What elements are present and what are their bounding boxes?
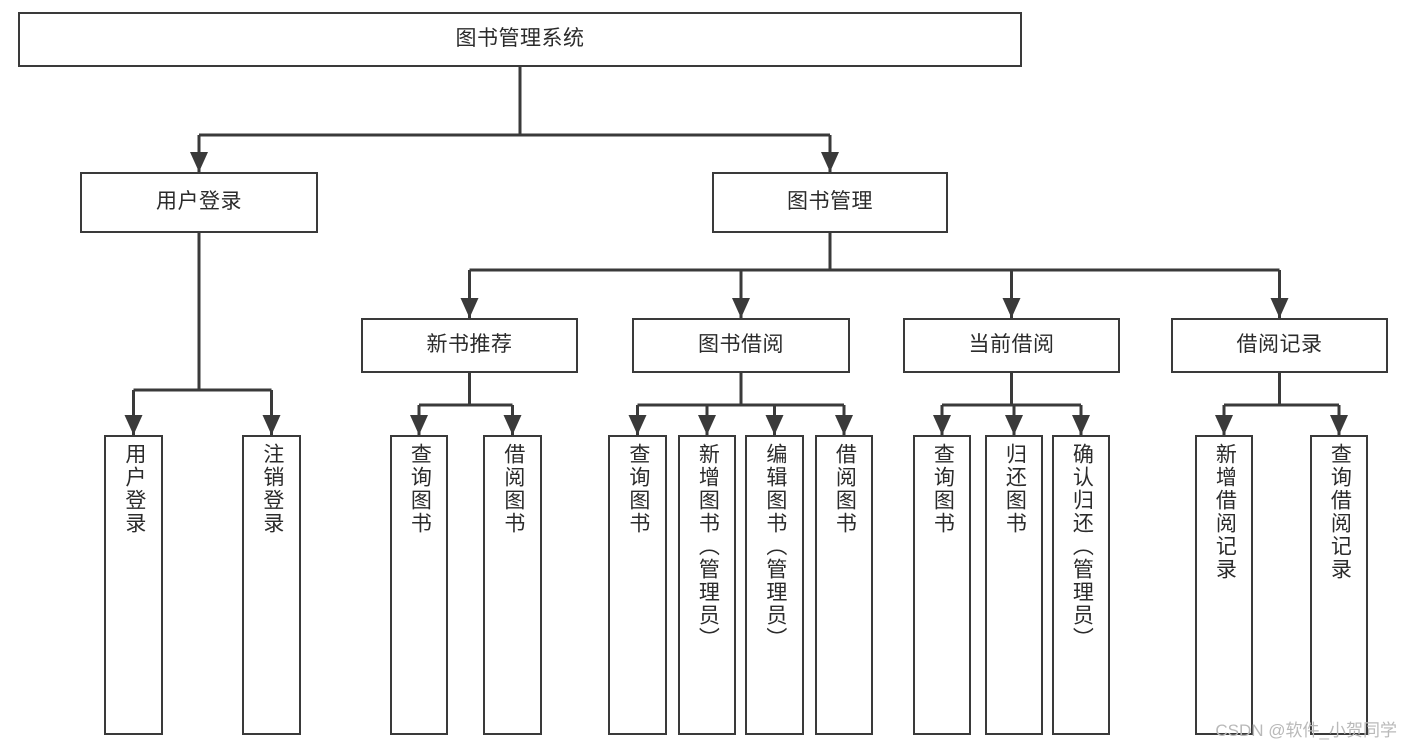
node-leaf-user-login[interactable]: 用户登录 <box>104 435 163 735</box>
node-leaf-return-book[interactable]: 归还图书 <box>985 435 1043 735</box>
node-borrow-record[interactable]: 借阅记录 <box>1171 318 1388 373</box>
arrowhead-book-borrow <box>732 298 750 318</box>
node-current-borrow[interactable]: 当前借阅 <box>903 318 1120 373</box>
node-label: 用户登录 <box>122 443 146 535</box>
node-label: 查询借阅记录 <box>1328 443 1352 581</box>
node-label: 确认归还（管理员） <box>1070 443 1094 650</box>
node-label: 新书推荐 <box>426 333 513 357</box>
arrowhead-user-login <box>190 152 208 172</box>
node-leaf-edit-book[interactable]: 编辑图书（管理员） <box>745 435 804 735</box>
node-label: 查询图书 <box>931 443 955 535</box>
arrowhead-book-manage <box>821 152 839 172</box>
node-label: 用户登录 <box>156 190 242 214</box>
node-label: 新增图书（管理员） <box>696 443 720 650</box>
arrowhead-leaf-confirm-return <box>1072 415 1090 435</box>
node-label: 新增借阅记录 <box>1213 443 1237 581</box>
node-leaf-query-book-cur[interactable]: 查询图书 <box>913 435 971 735</box>
node-label: 查询图书 <box>626 443 650 535</box>
node-leaf-add-book[interactable]: 新增图书（管理员） <box>678 435 736 735</box>
arrowhead-leaf-add-book <box>698 415 716 435</box>
arrowhead-leaf-query-record <box>1330 415 1348 435</box>
arrowhead-leaf-add-record <box>1215 415 1233 435</box>
node-leaf-add-record[interactable]: 新增借阅记录 <box>1195 435 1253 735</box>
node-leaf-logout[interactable]: 注销登录 <box>242 435 301 735</box>
node-leaf-borrow-book-rec[interactable]: 借阅图书 <box>483 435 542 735</box>
node-root[interactable]: 图书管理系统 <box>18 12 1022 67</box>
arrowhead-leaf-borrow-book <box>835 415 853 435</box>
node-leaf-borrow-book[interactable]: 借阅图书 <box>815 435 873 735</box>
node-label: 当前借阅 <box>968 333 1055 357</box>
arrowhead-leaf-user-login <box>124 415 143 435</box>
arrowhead-leaf-query-book-cur <box>933 415 951 435</box>
node-leaf-query-book[interactable]: 查询图书 <box>608 435 667 735</box>
node-label: 图书管理 <box>787 190 873 214</box>
node-book-manage[interactable]: 图书管理 <box>712 172 948 233</box>
arrowhead-leaf-return-book <box>1005 415 1023 435</box>
arrowhead-borrow-record <box>1270 298 1289 318</box>
node-label: 查询图书 <box>408 443 432 535</box>
node-leaf-query-record[interactable]: 查询借阅记录 <box>1310 435 1368 735</box>
arrowhead-leaf-edit-book <box>765 415 784 435</box>
watermark: CSDN @软件_小贺同学 <box>1215 721 1397 740</box>
arrowhead-leaf-query-book <box>628 415 647 435</box>
arrowhead-leaf-borrow-book-rec <box>503 415 522 435</box>
arrowhead-leaf-query-book-rec <box>410 415 428 435</box>
node-label: 借阅图书 <box>833 443 857 535</box>
node-new-book-rec[interactable]: 新书推荐 <box>361 318 578 373</box>
node-leaf-confirm-return[interactable]: 确认归还（管理员） <box>1052 435 1110 735</box>
node-label: 注销登录 <box>260 443 284 535</box>
node-user-login[interactable]: 用户登录 <box>80 172 318 233</box>
node-leaf-query-book-rec[interactable]: 查询图书 <box>390 435 448 735</box>
node-label: 归还图书 <box>1003 443 1027 535</box>
arrowhead-leaf-logout <box>262 415 281 435</box>
node-label: 编辑图书（管理员） <box>763 443 787 650</box>
node-label: 借阅图书 <box>501 443 525 535</box>
node-label: 借阅记录 <box>1236 333 1323 357</box>
arrowhead-current-borrow <box>1002 298 1021 318</box>
node-label: 图书借阅 <box>698 333 784 357</box>
arrowhead-new-book-rec <box>460 298 479 318</box>
node-book-borrow[interactable]: 图书借阅 <box>632 318 850 373</box>
node-label: 图书管理系统 <box>455 27 585 51</box>
